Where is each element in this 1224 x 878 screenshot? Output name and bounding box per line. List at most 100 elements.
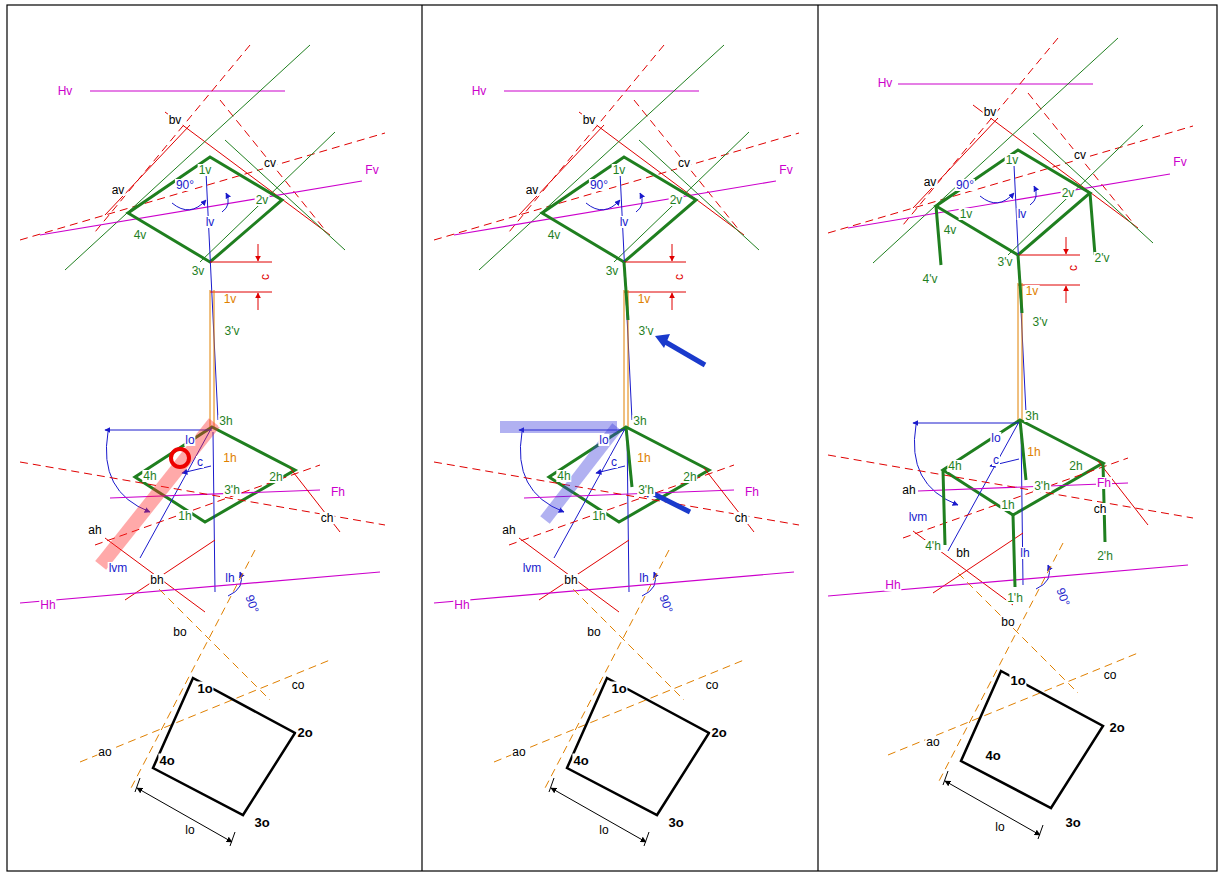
point-label: lv (1017, 208, 1028, 220)
point-label: Fv (1172, 156, 1187, 168)
point-label: 1v (637, 293, 652, 305)
point-label: 4o (984, 749, 1001, 762)
point-label: 4v (943, 224, 958, 236)
point-label: 3h (632, 415, 647, 427)
point-label: Hv (57, 85, 74, 97)
point-label: co (1103, 669, 1118, 681)
point-label: 2h (1068, 460, 1083, 472)
point-label: lo (598, 434, 609, 446)
point-label: ch (734, 512, 749, 524)
point-label: 3'h (637, 484, 655, 496)
point-label: 1h (222, 452, 237, 464)
point-label: 1o (610, 682, 627, 695)
point-label: Fv (364, 164, 379, 176)
point-label: co (291, 679, 306, 691)
point-label: 4v (547, 229, 562, 241)
point-label: 1v (223, 293, 238, 305)
point-label: 4h (142, 470, 157, 482)
point-label: 3'v (638, 325, 655, 337)
point-label: Hh (884, 579, 901, 591)
point-label: 90° (657, 592, 675, 615)
point-label: 3h (1024, 410, 1039, 422)
point-label: lvm (908, 511, 929, 523)
point-label: av (111, 184, 126, 196)
point-label: c (610, 456, 618, 468)
point-label: 4h (556, 470, 571, 482)
point-label: 4v (133, 229, 148, 241)
point-label: 90° (589, 179, 609, 191)
point-label: ah (87, 524, 102, 536)
point-label: av (525, 184, 540, 196)
point-label: Hv (471, 85, 488, 97)
point-label: 2h (682, 471, 697, 483)
point-label: lo (994, 821, 1005, 833)
point-label: 3'v (997, 256, 1014, 268)
point-label: 3o (1064, 816, 1081, 829)
point-label: 3'v (224, 325, 241, 337)
point-label: ch (320, 512, 335, 524)
point-label: lv (205, 216, 216, 228)
point-label: 3h (218, 415, 233, 427)
point-label: 4h (947, 460, 962, 472)
point-label: bh (955, 547, 970, 559)
point-label: 1'h (1006, 592, 1024, 604)
point-label: bv (168, 114, 183, 126)
point-label: 3o (667, 816, 684, 829)
point-label: cv (677, 157, 691, 169)
point-label: 1v (1005, 154, 1020, 166)
point-label: 1h (1000, 499, 1015, 511)
point-label: bh (563, 574, 578, 586)
point-label: 1v (959, 208, 974, 220)
point-label: ah (901, 484, 916, 496)
point-label: bo (586, 626, 601, 638)
point-label: 2v (669, 194, 684, 206)
point-label: 3o (253, 816, 270, 829)
point-label: cv (1073, 149, 1087, 161)
point-label: c (1067, 264, 1079, 272)
point-label: ao (511, 746, 526, 758)
point-label: 4o (158, 754, 175, 767)
point-label: 1h (177, 510, 192, 522)
point-label: 2o (1108, 721, 1125, 734)
point-label: lv (619, 216, 630, 228)
point-label: co (705, 679, 720, 691)
point-label: 3v (191, 265, 206, 277)
point-label: 1v (198, 164, 213, 176)
point-label: 1o (196, 682, 213, 695)
point-label: 2o (710, 726, 727, 739)
point-label: 2h (268, 471, 283, 483)
point-label: lh (638, 572, 649, 584)
point-label: Fh (744, 486, 760, 498)
point-label: 4o (572, 754, 589, 767)
point-label: ao (925, 736, 940, 748)
point-label: av (923, 176, 938, 188)
point-label: Fv (778, 164, 793, 176)
point-label: Hh (39, 599, 56, 611)
point-label: 4'h (924, 540, 942, 552)
point-label: 2'h (1096, 550, 1114, 562)
point-label: c (259, 273, 271, 281)
point-label: lh (224, 572, 235, 584)
point-label: 2v (1061, 187, 1076, 199)
point-label: Hh (453, 599, 470, 611)
point-label: lo (184, 824, 195, 836)
point-label: 2o (296, 726, 313, 739)
point-label: 4'v (922, 273, 939, 285)
point-label: bh (149, 574, 164, 586)
point-label: lo (598, 824, 609, 836)
point-label: 1h (591, 510, 606, 522)
point-label: bv (983, 106, 998, 118)
point-label: lh (1019, 547, 1030, 559)
point-label: Fh (330, 486, 346, 498)
point-label: 90° (243, 592, 261, 615)
point-label: ao (97, 746, 112, 758)
point-label: 90° (1054, 585, 1072, 608)
point-label: ch (1093, 503, 1108, 515)
point-label: 3v (605, 265, 620, 277)
point-label: 3'h (1033, 480, 1051, 492)
point-label: bo (172, 626, 187, 638)
point-label: Fh (1096, 477, 1112, 489)
point-label: c (196, 456, 204, 468)
point-label: lvm (522, 562, 543, 574)
point-label: 90° (955, 179, 975, 191)
